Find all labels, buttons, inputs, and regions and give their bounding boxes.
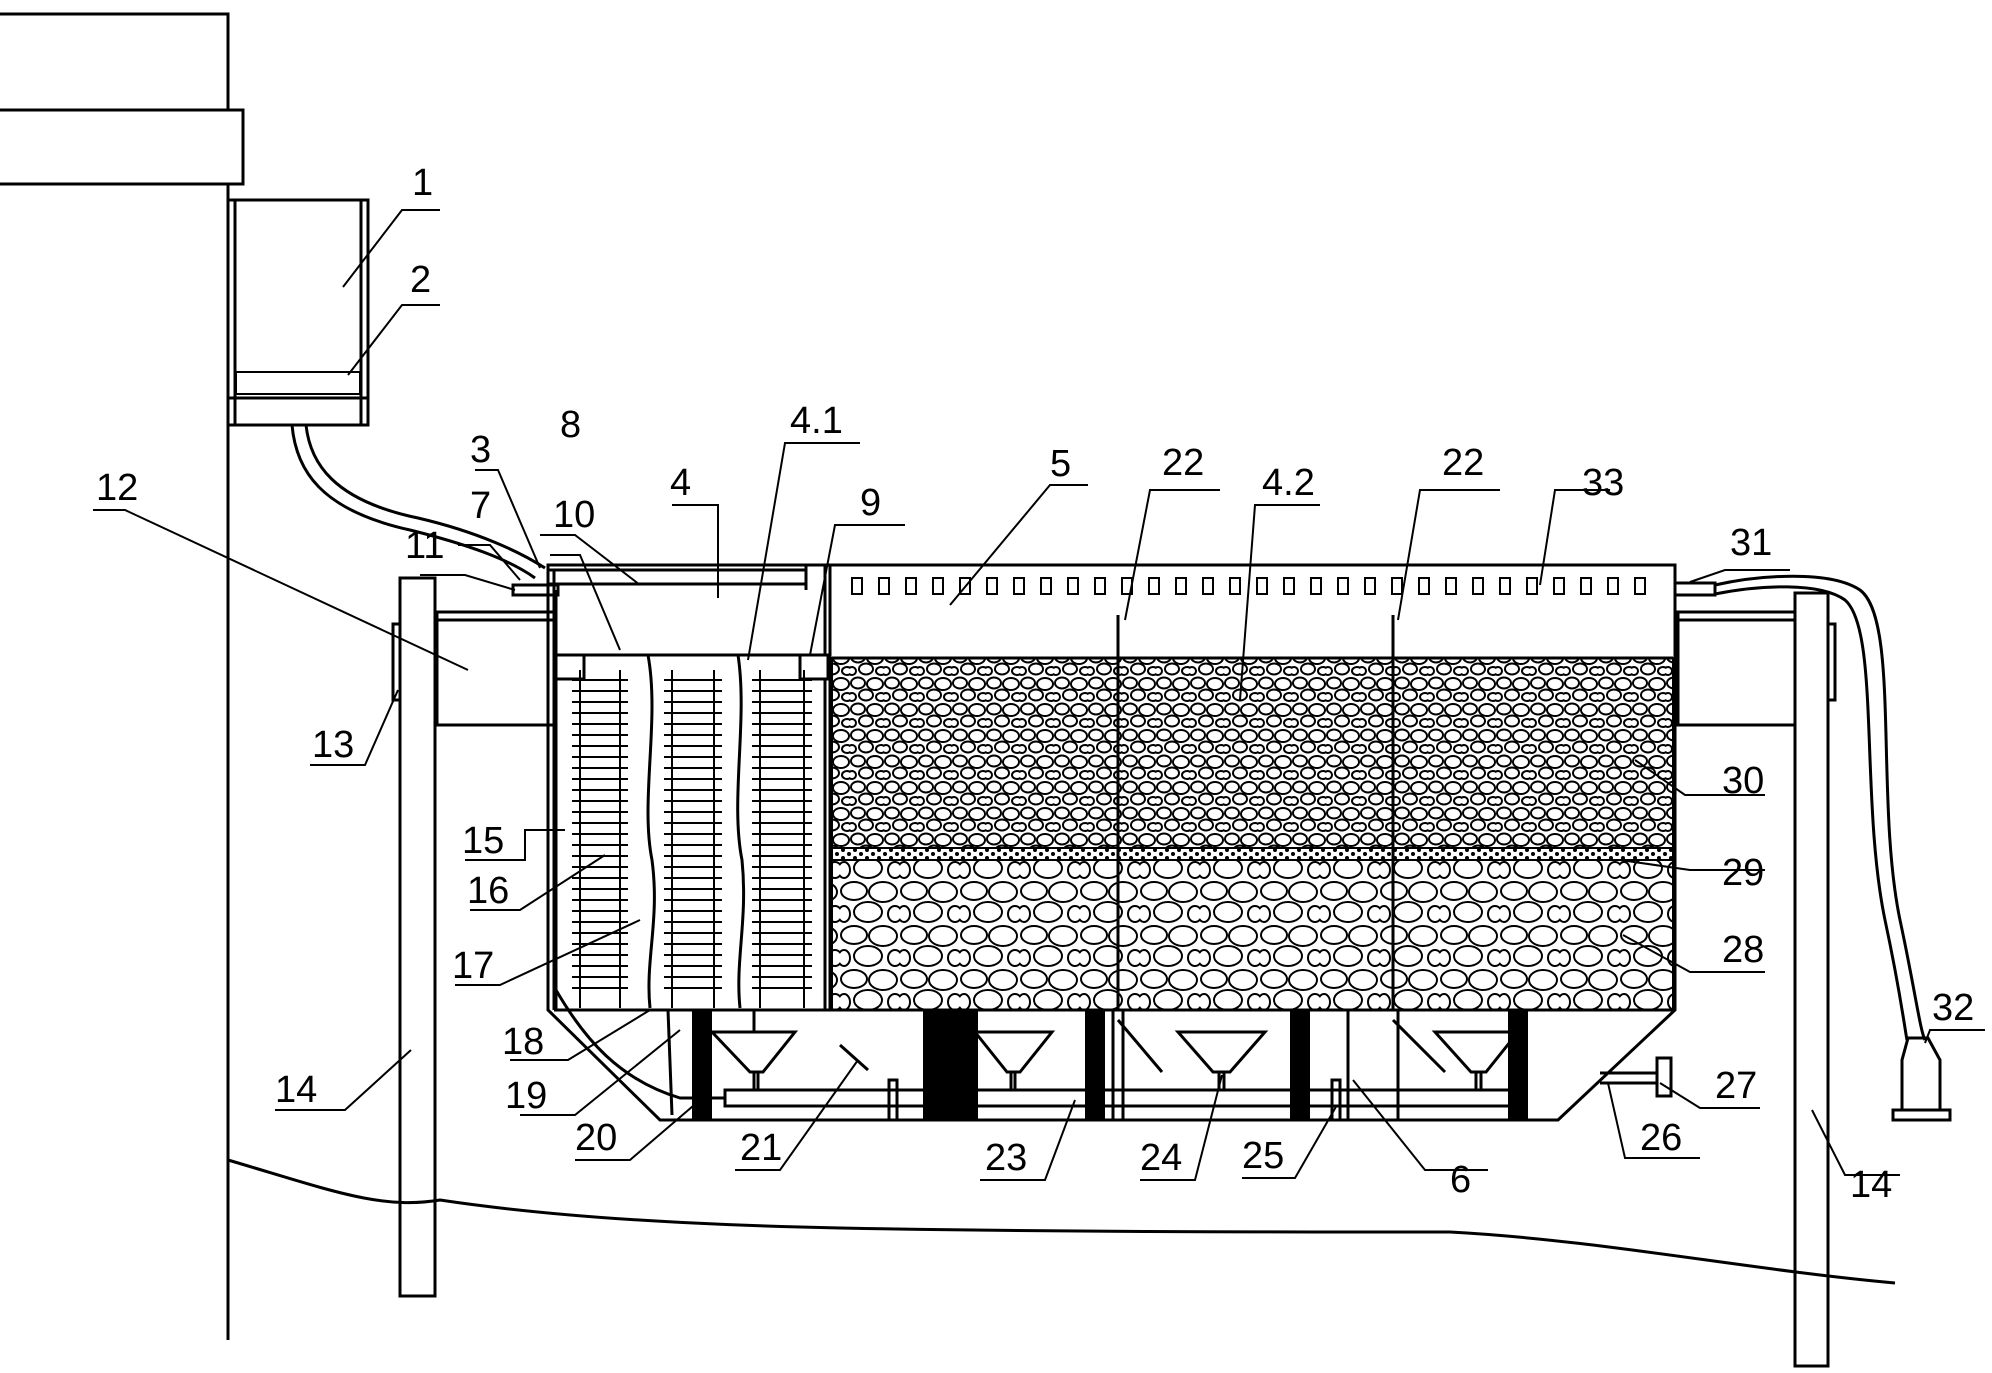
baffle-plates — [572, 670, 812, 1008]
label-4: 4 — [670, 462, 691, 504]
vent-hole — [1094, 577, 1106, 595]
label-6: 6 — [1450, 1159, 1471, 1201]
small-gravel-layer — [831, 657, 1674, 849]
vent-hole — [1175, 577, 1187, 595]
label-27: 27 — [1715, 1065, 1757, 1107]
vent-hole — [932, 577, 944, 595]
label-29: 29 — [1722, 852, 1764, 894]
label-22b: 22 — [1442, 442, 1484, 484]
support-block-5 — [1508, 1010, 1528, 1120]
vent-hole — [1040, 577, 1052, 595]
bracket-clamp-right — [1826, 622, 1837, 702]
support-post-left — [398, 576, 437, 1298]
bracket-clamp-left — [391, 622, 402, 702]
mount-bracket-right — [1676, 610, 1797, 727]
large-gravel-layer — [831, 859, 1674, 1011]
label-16: 16 — [467, 870, 509, 912]
label-19: 19 — [505, 1075, 547, 1117]
vent-hole — [1445, 577, 1457, 595]
label-12: 12 — [96, 467, 138, 509]
vent-hole — [1013, 577, 1025, 595]
label-13: 13 — [312, 724, 354, 766]
support-block-2 — [923, 1010, 978, 1120]
label-11: 11 — [405, 525, 444, 567]
vent-hole — [1310, 577, 1322, 595]
label-20: 20 — [575, 1117, 617, 1159]
vent-hole — [1580, 577, 1592, 595]
vent-hole — [1499, 577, 1511, 595]
label-30: 30 — [1722, 760, 1764, 802]
label-28: 28 — [1722, 929, 1764, 971]
leader-lines — [93, 209, 1985, 1181]
support-post-right — [1793, 591, 1830, 1368]
vent-hole — [905, 577, 917, 595]
vent-hole — [1472, 577, 1484, 595]
collection-box — [226, 198, 370, 427]
bottom-hopper — [554, 989, 1528, 1122]
vent-hole — [1418, 577, 1430, 595]
funnel-2 — [971, 1030, 1056, 1090]
vent-hole — [1148, 577, 1160, 595]
label-14b: 14 — [1850, 1164, 1892, 1206]
label-14a: 14 — [275, 1069, 317, 1111]
vent-hole — [986, 577, 998, 595]
label-1: 1 — [412, 162, 433, 204]
label-21: 21 — [740, 1127, 782, 1169]
label-8: 8 — [560, 404, 581, 446]
vent-hole — [1364, 577, 1376, 595]
mount-bracket-left — [435, 610, 556, 727]
label-24: 24 — [1140, 1137, 1182, 1179]
fine-sand-layer — [831, 847, 1674, 861]
funnel-4 — [1431, 1030, 1522, 1090]
label-5: 5 — [1050, 443, 1071, 485]
label-17: 17 — [452, 945, 494, 987]
label-15: 15 — [462, 820, 504, 862]
vent-hole — [1391, 577, 1403, 595]
building-wall — [0, 12, 245, 1340]
vent-hole — [1337, 577, 1349, 595]
support-block-3 — [1085, 1010, 1105, 1120]
label-33: 33 — [1582, 462, 1624, 504]
vent-hole — [1067, 577, 1079, 595]
vent-hole — [1283, 577, 1295, 595]
outlet-pipe — [1673, 574, 1952, 1122]
vent-hole — [851, 577, 863, 595]
funnel-3 — [1174, 1030, 1269, 1090]
label-7: 7 — [470, 485, 491, 527]
funnel-1 — [708, 1030, 799, 1090]
vent-hole — [1607, 577, 1619, 595]
vent-hole — [1256, 577, 1268, 595]
label-26: 26 — [1640, 1117, 1682, 1159]
vent-hole — [1202, 577, 1214, 595]
label-2: 2 — [410, 259, 431, 301]
outlet-nozzle — [1891, 1036, 1952, 1122]
vent-holes-row — [851, 577, 1646, 595]
label-9: 9 — [860, 482, 881, 524]
label-32: 32 — [1932, 987, 1974, 1029]
support-block-1 — [692, 1010, 712, 1120]
vent-hole — [878, 577, 890, 595]
vent-hole — [959, 577, 971, 595]
ground-line — [227, 1158, 1896, 1285]
vent-hole — [1553, 577, 1565, 595]
label-4-2: 4.2 — [1262, 462, 1315, 504]
label-31: 31 — [1730, 522, 1772, 564]
support-block-4 — [1290, 1010, 1310, 1120]
label-25: 25 — [1242, 1135, 1284, 1177]
label-18: 18 — [502, 1021, 544, 1063]
vent-hole — [1229, 577, 1241, 595]
label-4-1: 4.1 — [790, 400, 843, 442]
drain-valve — [1600, 1056, 1673, 1098]
vent-hole — [1634, 577, 1646, 595]
vent-hole — [1526, 577, 1538, 595]
label-23: 23 — [985, 1137, 1027, 1179]
label-10: 10 — [553, 494, 595, 536]
label-3: 3 — [470, 429, 491, 471]
sedimentation-chamber — [554, 653, 830, 1009]
label-22a: 22 — [1162, 442, 1204, 484]
